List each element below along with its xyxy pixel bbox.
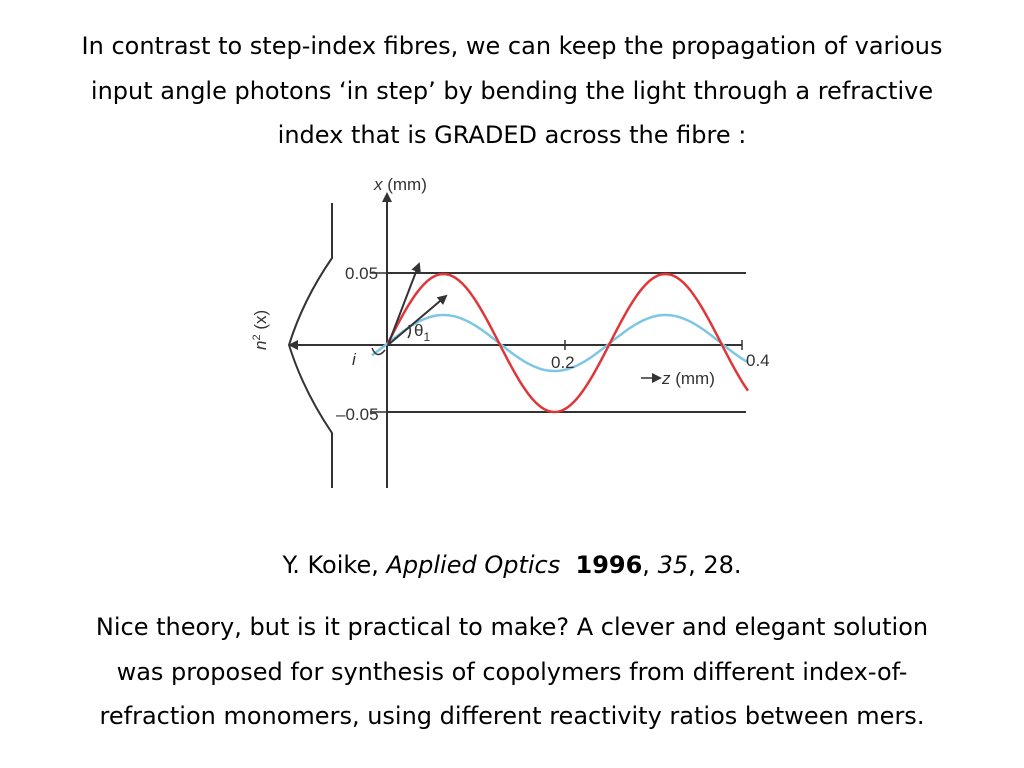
citation: Y. Koike, Applied Optics 1996, 35, 28.: [20, 543, 1004, 588]
angle-arc-incidence: [371, 347, 386, 356]
outro-line-2: was proposed for synthesis of copolymers…: [116, 657, 908, 686]
x-axis-label: x (mm): [373, 175, 427, 194]
tick-label-z2: 0.4: [746, 351, 770, 370]
z-axis-label: z (mm): [661, 369, 715, 388]
blue-ray-path: [371, 313, 749, 373]
intro-line-2: input angle photons ‘in step’ by bending…: [90, 76, 934, 105]
tick-label-neg: –0.05: [336, 405, 379, 424]
outro-line-3: refraction monomers, using different rea…: [99, 702, 925, 730]
citation-author: Y. Koike,: [282, 551, 387, 579]
intro-paragraph: In contrast to step-index fibres, we can…: [20, 24, 1004, 158]
citation-journal: Applied Optics: [386, 551, 561, 579]
launch-arrow-shallow: [387, 294, 448, 346]
red-ray-path: [386, 272, 750, 414]
intro-line-1: In contrast to step-index fibres, we can…: [81, 32, 943, 60]
outro-paragraph: Nice theory, but is it practical to make…: [20, 605, 1004, 739]
citation-year: 1996: [575, 551, 643, 579]
intro-line-3: index that is GRADED across the fibre :: [277, 121, 747, 149]
tick-label-z1: 0.2: [551, 353, 575, 372]
tick-label-pos: 0.05: [345, 264, 378, 283]
citation-pages: , 28.: [688, 551, 742, 579]
n2-label: n2 (x): [251, 310, 270, 350]
refractive-index-profile: [287, 203, 333, 488]
outro-line-1: Nice theory, but is it practical to make…: [95, 613, 929, 641]
theta-label: θ1: [414, 321, 430, 344]
incidence-label: i: [352, 350, 357, 369]
launch-arrow-steep: [387, 262, 421, 346]
citation-volume: 35: [657, 551, 689, 579]
citation-sep1: ,: [642, 551, 658, 579]
angle-arc-theta: [407, 324, 412, 339]
